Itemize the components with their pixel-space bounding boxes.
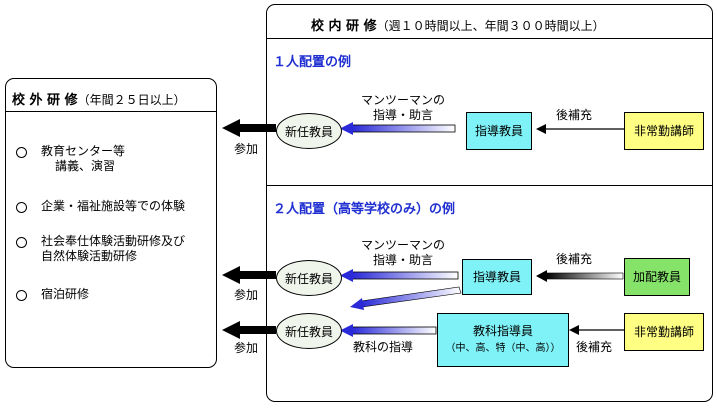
inside-training-title: 校 内 研 修（週１０時間以上、年間３００時間以上） xyxy=(311,15,605,34)
inside-title-sub: （週１０時間以上、年間３００時間以上） xyxy=(376,19,605,33)
bullet-icon xyxy=(16,202,27,213)
outside-title-sub: （年間２５日以上） xyxy=(77,93,186,107)
diagonal-arrow xyxy=(350,286,462,310)
join-arrow-1 xyxy=(222,119,276,137)
bullet-icon xyxy=(16,147,27,158)
added-teacher-box: 加配教員 xyxy=(624,258,690,296)
list-item: 教育センター等 講義、演習 xyxy=(41,144,125,174)
outside-training-panel: 校 外 研 修（年間２５日以上） 教育センター等 講義、演習 企業・福祉施設等で… xyxy=(5,78,217,368)
backfill-label-3: 後補充 xyxy=(576,340,613,354)
list-item-line: 社会奉仕体験活動研修及び xyxy=(41,234,186,248)
outside-title-text: 校 外 研 修 xyxy=(12,93,78,108)
mentor-label-line: 指導・助言 xyxy=(372,108,433,122)
mentor-label-1: マンツーマンの 指導・助言 xyxy=(348,93,458,123)
new-teacher-node-2a: 新任教員 xyxy=(276,260,342,296)
list-item: 企業・福祉施設等での体験 xyxy=(41,199,185,214)
list-item-line: 講義、演習 xyxy=(55,159,116,173)
backfill-arrow-2 xyxy=(536,270,624,282)
subject-label: 教科の指導 xyxy=(353,340,414,354)
mentor-label-2: マンツーマンの 指導・助言 xyxy=(348,238,458,268)
list-item-line: 教育センター等 xyxy=(41,144,126,158)
section1-heading: １人配置の例 xyxy=(273,55,352,70)
outside-training-title: 校 外 研 修（年間２５日以上） xyxy=(12,89,186,108)
mentor-label-line: 指導・助言 xyxy=(372,253,433,267)
backfill-label-1: 後補充 xyxy=(556,108,593,122)
mentor-label-line: マンツーマンの xyxy=(360,238,445,252)
backfill-label-2: 後補充 xyxy=(556,252,593,266)
backfill-arrow-3 xyxy=(569,325,624,335)
join-label-2b: 参加 xyxy=(234,341,259,355)
outside-title-divider xyxy=(6,111,216,112)
list-item-line: 企業・福祉施設等での体験 xyxy=(41,199,186,213)
inside-title-divider xyxy=(267,38,712,39)
backfill-arrow-1 xyxy=(536,124,624,134)
new-teacher-node-2b: 新任教員 xyxy=(276,313,342,349)
new-teacher-node-1: 新任教員 xyxy=(276,113,342,149)
mentor-arrow-2 xyxy=(340,269,459,282)
part-time-box-1: 非常勤講師 xyxy=(624,112,704,150)
guide-teacher-box-2: 指導教員 xyxy=(462,259,532,295)
inside-title-text: 校 内 研 修 xyxy=(311,19,377,34)
mentor-arrow-1 xyxy=(340,122,456,135)
part-time-box-2: 非常勤講師 xyxy=(624,313,704,351)
subject-guide-sub: （中、高、特（中、高）） xyxy=(445,343,561,354)
bullet-icon xyxy=(16,290,27,301)
join-label-2a: 参加 xyxy=(234,288,259,302)
join-arrow-2a xyxy=(222,266,276,284)
join-label-1: 参加 xyxy=(234,142,259,156)
join-arrow-2b xyxy=(222,321,276,339)
list-item-line: 宿泊研修 xyxy=(41,287,90,301)
list-item: 社会奉仕体験活動研修及び 自然体験活動研修 xyxy=(41,234,185,264)
bullet-icon xyxy=(16,237,27,248)
section2-heading: ２人配置（高等学校のみ）の例 xyxy=(273,202,456,217)
subject-arrow xyxy=(340,324,437,337)
list-item-line: 自然体験活動研修 xyxy=(41,249,138,263)
subject-guide-title: 教科指導員 xyxy=(472,324,533,338)
subject-guide-box: 教科指導員 （中、高、特（中、高）） xyxy=(437,313,569,367)
guide-teacher-box-1: 指導教員 xyxy=(466,112,532,150)
mentor-label-line: マンツーマンの xyxy=(360,93,445,107)
section-divider xyxy=(267,185,712,186)
list-item: 宿泊研修 xyxy=(41,287,89,302)
